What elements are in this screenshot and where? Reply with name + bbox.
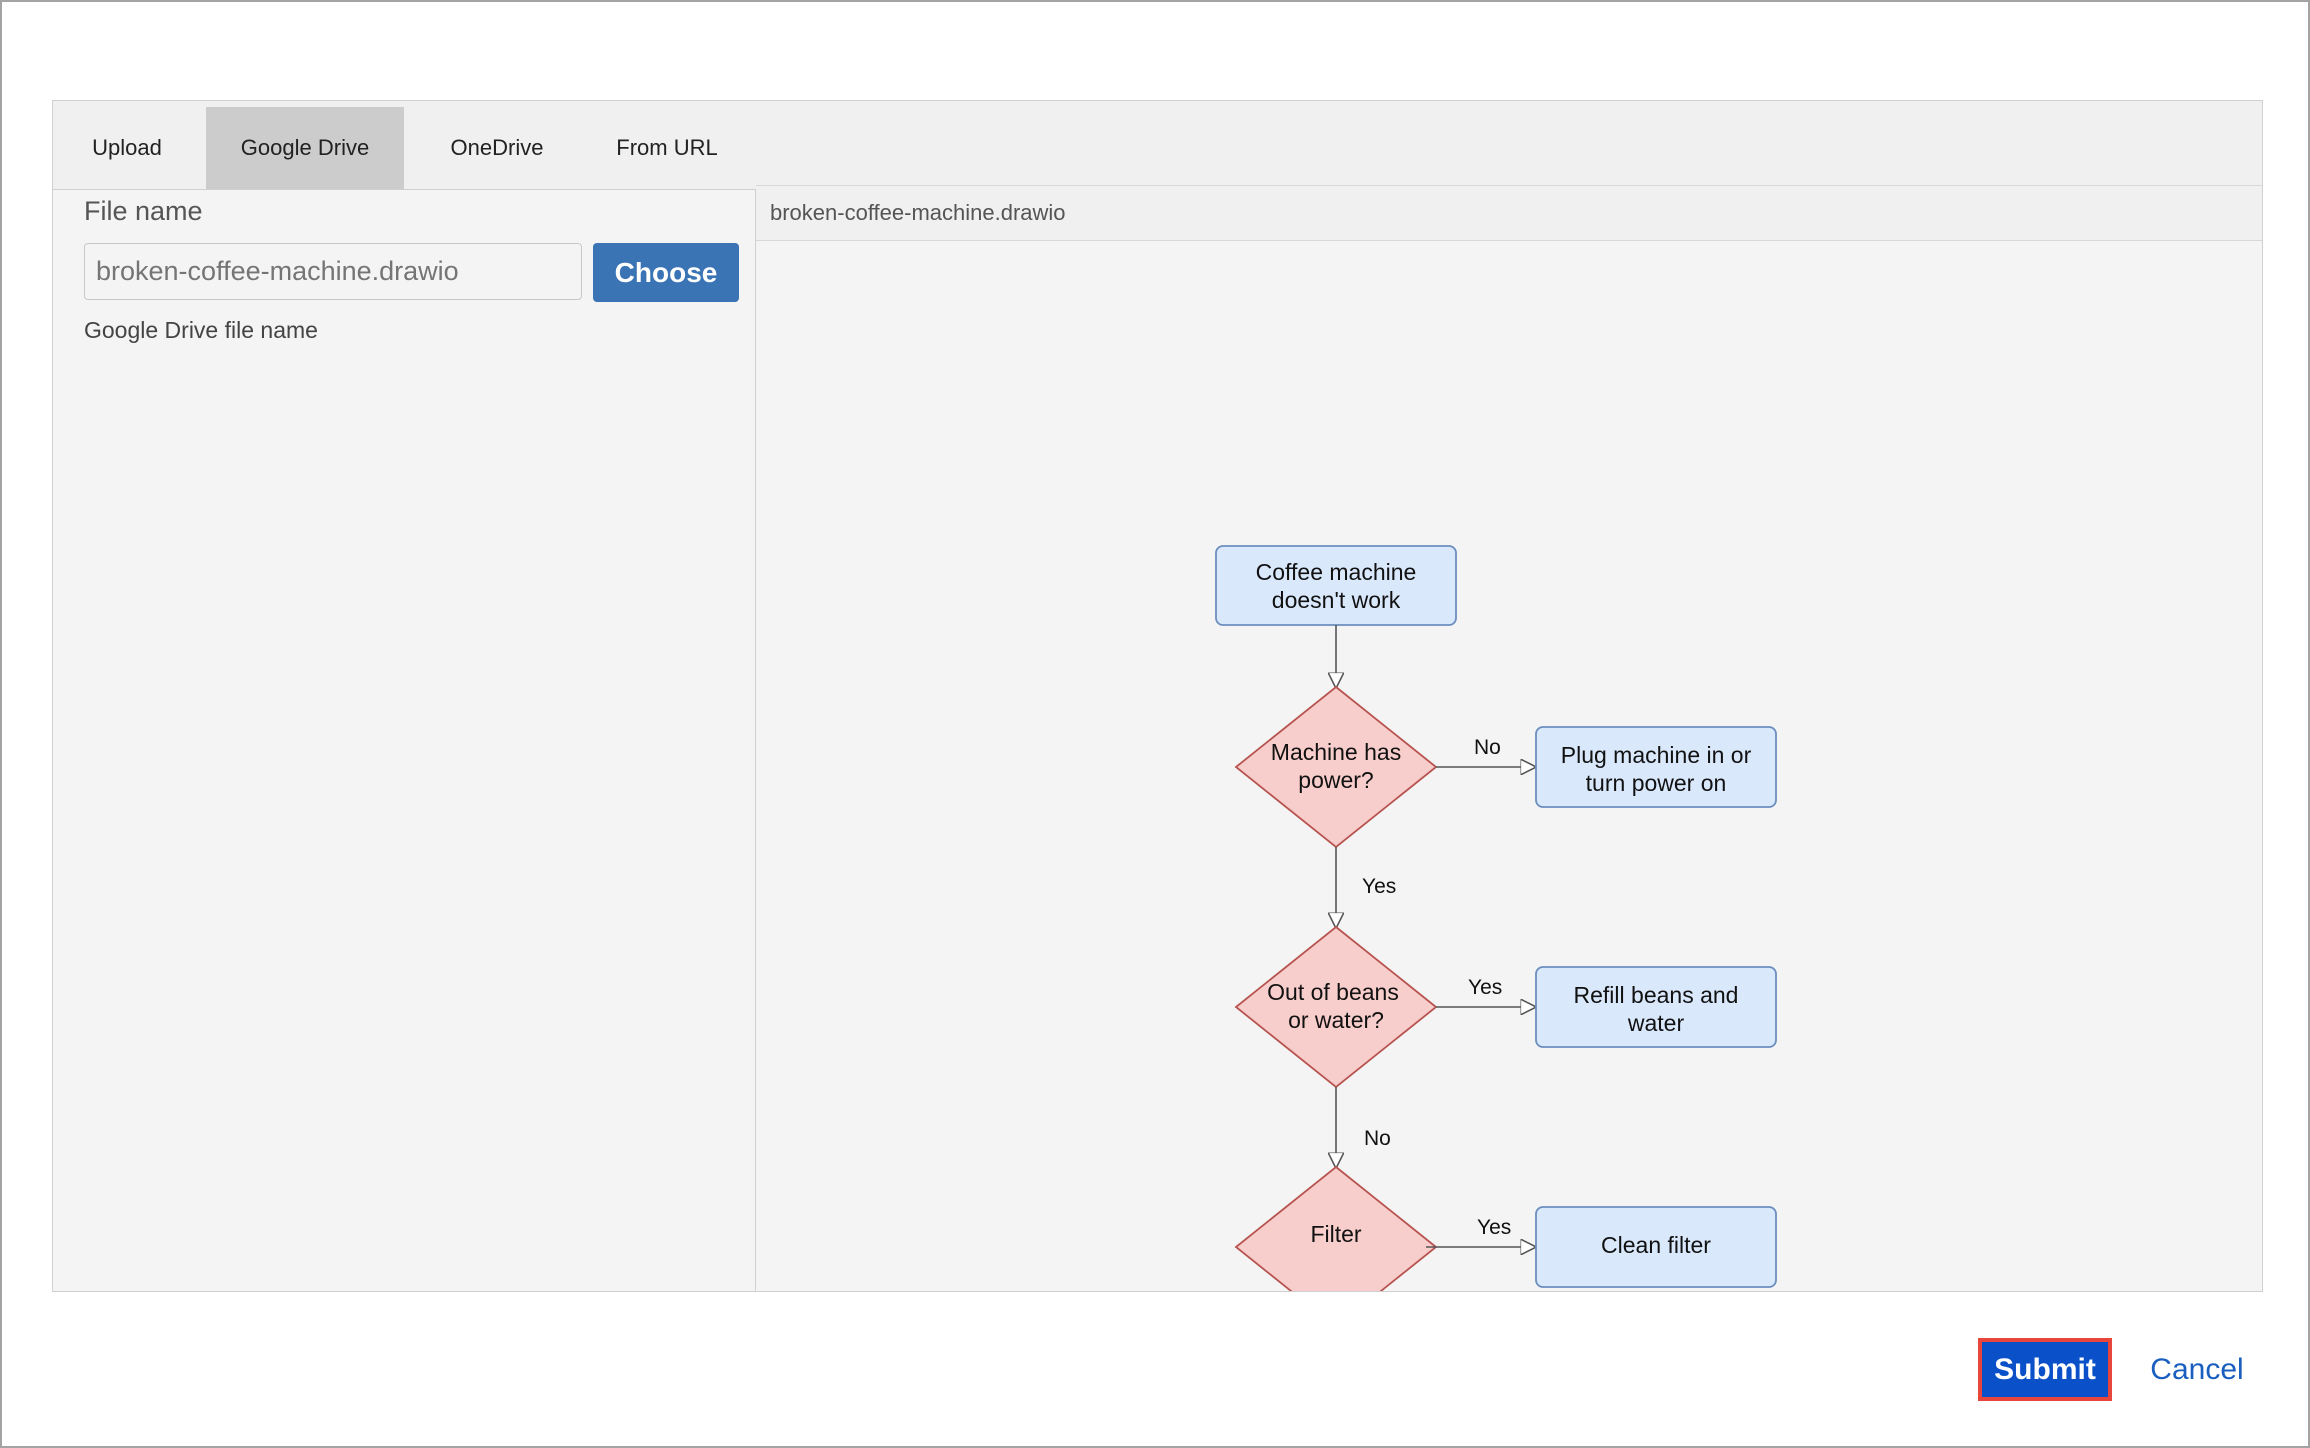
start-node-line-1: Coffee machine bbox=[1256, 559, 1417, 585]
decision-filter: Filter bbox=[1234, 1165, 1438, 1291]
file-name-input[interactable] bbox=[84, 243, 582, 300]
preview-filename: broken-coffee-machine.drawio bbox=[756, 185, 2262, 241]
tab-from-url[interactable]: From URL bbox=[616, 135, 718, 160]
edge-label-yes-1: Yes bbox=[1362, 875, 1396, 898]
action-refill: Refill beans and water bbox=[1535, 966, 1777, 1048]
source-tabs: Upload Google Drive OneDrive From URL bbox=[53, 101, 2262, 190]
decision-power-line-1: Machine has bbox=[1271, 739, 1401, 765]
file-name-hint: Google Drive file name bbox=[84, 317, 318, 343]
edge-label-yes-2: Yes bbox=[1468, 976, 1502, 999]
action-refill-line-2: water bbox=[1627, 1010, 1685, 1036]
action-plug-in: Plug machine in or turn power on bbox=[1535, 726, 1777, 808]
file-name-pane: File name Choose Google Drive file name bbox=[53, 190, 756, 1291]
action-refill-line-1: Refill beans and bbox=[1574, 982, 1739, 1008]
cancel-button[interactable]: Cancel bbox=[2142, 1340, 2252, 1400]
file-name-label: File name bbox=[84, 196, 203, 226]
edge-label-yes-3: Yes bbox=[1477, 1216, 1511, 1239]
start-node: Coffee machine doesn't work bbox=[1215, 545, 1457, 626]
action-clean-filter-line-1: Clean filter bbox=[1601, 1232, 1711, 1258]
decision-power: Machine has power? bbox=[1234, 685, 1438, 849]
edge-label-no-2: No bbox=[1364, 1127, 1391, 1150]
start-node-line-2: doesn't work bbox=[1272, 587, 1401, 613]
decision-beans-line-1: Out of beans bbox=[1267, 979, 1399, 1005]
edge-label-no-1: No bbox=[1474, 736, 1501, 759]
decision-beans-line-2: or water? bbox=[1288, 1007, 1384, 1033]
action-clean-filter: Clean filter bbox=[1535, 1206, 1777, 1288]
action-plug-in-line-1: Plug machine in or bbox=[1561, 742, 1752, 768]
tab-google-drive[interactable]: Google Drive bbox=[206, 107, 404, 189]
decision-power-line-2: power? bbox=[1298, 767, 1373, 793]
tab-onedrive[interactable]: OneDrive bbox=[450, 135, 544, 160]
tab-upload[interactable]: Upload bbox=[92, 135, 162, 160]
diagram-preview: broken-coffee-machine.drawio Coffee mach… bbox=[756, 185, 2262, 1291]
file-picker-panel: Upload Google Drive OneDrive From URL Fi… bbox=[52, 100, 2263, 1292]
choose-button[interactable]: Choose bbox=[593, 243, 739, 302]
decision-filter-line-1: Filter bbox=[1310, 1221, 1361, 1247]
action-plug-in-line-2: turn power on bbox=[1586, 770, 1727, 796]
decision-beans-water: Out of beans or water? bbox=[1234, 925, 1438, 1089]
submit-button[interactable]: Submit bbox=[1978, 1338, 2112, 1401]
flowchart-diagram: Coffee machine doesn't work Machine has … bbox=[1215, 545, 1777, 1291]
